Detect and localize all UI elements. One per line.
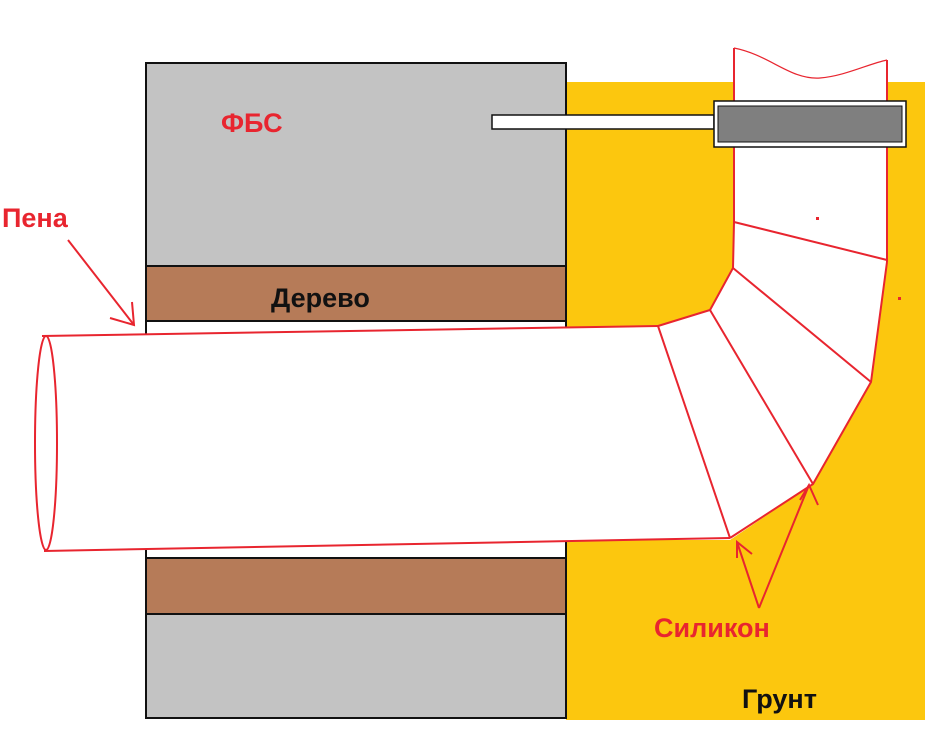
horizontal-pipe-top-edge [41, 325, 659, 337]
pipe-open-end [34, 335, 58, 551]
wood-beam-bottom [145, 557, 567, 615]
vertical-pipe-top-edge [733, 47, 888, 79]
silicone-label: Силикон [654, 613, 770, 643]
red-speck [816, 217, 819, 220]
sensor-body [717, 105, 903, 143]
foam-arrow [67, 239, 136, 327]
horizontal-pipe-body [42, 326, 730, 551]
horizontal-pipe-bottom-edge [43, 537, 731, 552]
sensor-rod [491, 114, 715, 130]
foam-label: Пена [2, 203, 69, 233]
red-speck [898, 297, 901, 300]
fbs-label: ФБС [221, 108, 283, 138]
wood-beam-top [145, 265, 567, 322]
wood-label: Дерево [271, 283, 370, 313]
pipe-elbow [657, 221, 888, 539]
soil-label: Грунт [742, 684, 817, 714]
silicone-arrows [736, 482, 819, 609]
